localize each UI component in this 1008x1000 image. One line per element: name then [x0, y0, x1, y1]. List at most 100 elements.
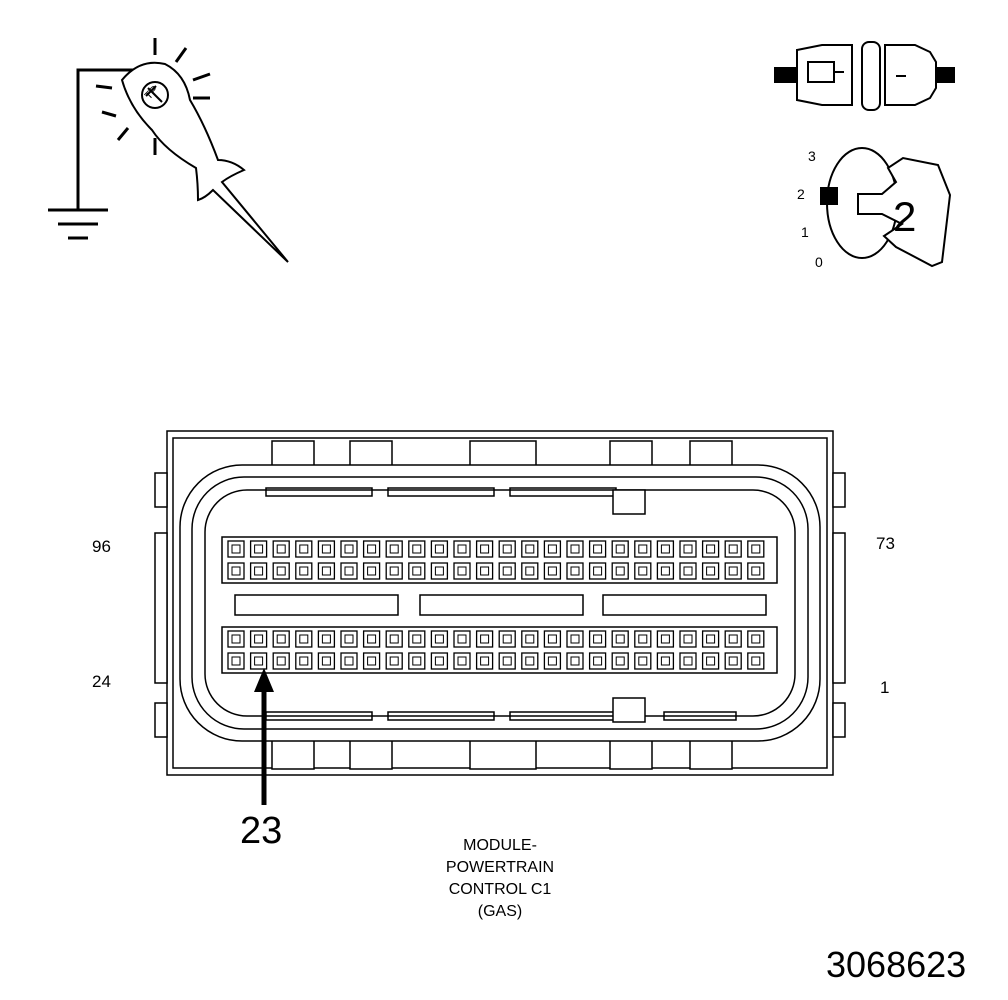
terminal-cavity-inner	[547, 634, 557, 644]
terminal-cavity	[701, 630, 720, 648]
terminal-cavity	[611, 652, 629, 670]
terminal-cavity	[701, 562, 720, 580]
terminal-cavity-inner	[276, 566, 286, 576]
terminal-cavity	[385, 562, 403, 580]
terminal-cavity-inner	[660, 656, 670, 666]
ignition-position-3: 3	[808, 148, 816, 164]
terminal-cavity	[227, 540, 245, 558]
terminal-cavity-inner	[638, 634, 648, 644]
terminal-cavity-inner	[480, 656, 490, 666]
terminal-cavity-inner	[321, 566, 331, 576]
terminal-cavity	[272, 652, 290, 670]
terminal-cavity	[249, 630, 268, 648]
terminal-cavity-inner	[683, 566, 693, 576]
terminal-cavity-inner	[231, 656, 241, 666]
terminal-cavity-inner	[683, 544, 693, 554]
terminal-cavity-inner	[254, 566, 264, 576]
terminal-cavity	[656, 562, 675, 580]
terminal-cavity-inner	[344, 544, 354, 554]
terminal-cavity-inner	[480, 566, 490, 576]
callout-pin-number: 23	[240, 810, 283, 852]
terminal-cavity-inner	[299, 566, 309, 576]
terminal-cavity	[317, 562, 336, 580]
ignition-position-2: 2	[797, 186, 805, 202]
terminal-cavity-inner	[593, 634, 603, 644]
pin-label-top-left: 96	[92, 537, 111, 556]
terminal-cavity	[295, 630, 313, 648]
terminal-cavity-inner	[683, 656, 693, 666]
terminal-cavity	[317, 630, 336, 648]
terminal-cavity	[385, 540, 403, 558]
terminal-cavity-inner	[412, 544, 422, 554]
terminal-cavity-inner	[276, 544, 286, 554]
terminal-cavity-inner	[706, 634, 716, 644]
terminal-cavity	[747, 562, 765, 580]
terminal-cavity	[679, 630, 697, 648]
terminal-cavity-inner	[751, 566, 761, 576]
terminal-cavity	[385, 630, 403, 648]
terminal-cavity	[430, 540, 449, 558]
terminal-cavity-inner	[570, 566, 580, 576]
terminal-cavity-inner	[660, 566, 670, 576]
terminal-cavity	[340, 630, 358, 648]
terminal-cavity-inner	[412, 566, 422, 576]
terminal-cavities	[227, 540, 765, 670]
terminal-cavity-inner	[525, 566, 535, 576]
probe-light-rays-icon	[95, 38, 211, 155]
terminal-cavity	[521, 652, 539, 670]
caption-line-1: MODULE-	[463, 837, 537, 854]
pin-23-callout-arrow	[254, 668, 274, 805]
terminal-cavity	[611, 630, 629, 648]
terminal-cavity-inner	[457, 634, 467, 644]
terminal-cavity	[453, 630, 471, 648]
terminal-cavity-inner	[547, 566, 557, 576]
terminal-cavity	[272, 540, 290, 558]
terminal-cavity	[588, 652, 607, 670]
terminal-cavity-inner	[751, 544, 761, 554]
terminal-cavity	[227, 562, 245, 580]
terminal-cavity-inner	[254, 634, 264, 644]
terminal-cavity	[724, 630, 742, 648]
terminal-cavity-inner	[593, 544, 603, 554]
pin-label-bottom-right: 1	[880, 678, 890, 697]
terminal-cavity	[453, 540, 471, 558]
terminal-cavity	[634, 562, 652, 580]
terminal-cavity-inner	[231, 634, 241, 644]
terminal-cavity-inner	[480, 634, 490, 644]
terminal-cavity-inner	[728, 656, 738, 666]
terminal-cavity-inner	[367, 656, 377, 666]
terminal-cavity	[408, 562, 426, 580]
terminal-cavity	[566, 652, 584, 670]
terminal-cavity	[724, 562, 742, 580]
ignition-selected-position: 2	[893, 193, 917, 240]
ground-symbol-icon	[48, 68, 138, 240]
terminal-cavity	[747, 652, 765, 670]
document-number: 3068623	[826, 944, 967, 985]
terminal-cavity	[656, 630, 675, 648]
terminal-cavity	[362, 562, 381, 580]
terminal-cavity-inner	[660, 544, 670, 554]
terminal-cavity	[588, 540, 607, 558]
terminal-cavity-inner	[389, 656, 399, 666]
terminal-cavity-inner	[434, 566, 444, 576]
terminal-cavity	[634, 630, 652, 648]
terminal-cavity	[521, 630, 539, 648]
terminal-cavity	[543, 540, 562, 558]
pin-label-bottom-left: 24	[92, 672, 111, 691]
terminal-cavity	[656, 540, 675, 558]
terminal-cavity	[701, 540, 720, 558]
terminal-cavity	[747, 540, 765, 558]
terminal-cavity	[249, 562, 268, 580]
terminal-cavity-inner	[434, 634, 444, 644]
terminal-cavity	[543, 652, 562, 670]
terminal-cavity	[340, 562, 358, 580]
terminal-cavity	[498, 540, 516, 558]
terminal-cavity-inner	[344, 566, 354, 576]
terminal-cavity	[724, 540, 742, 558]
terminal-cavity	[453, 652, 471, 670]
terminal-cavity	[498, 562, 516, 580]
caption-line-4: (GAS)	[477, 903, 523, 920]
terminal-cavity	[295, 652, 313, 670]
caption-line-3: CONTROL C1	[448, 881, 552, 898]
terminal-cavity-inner	[457, 544, 467, 554]
